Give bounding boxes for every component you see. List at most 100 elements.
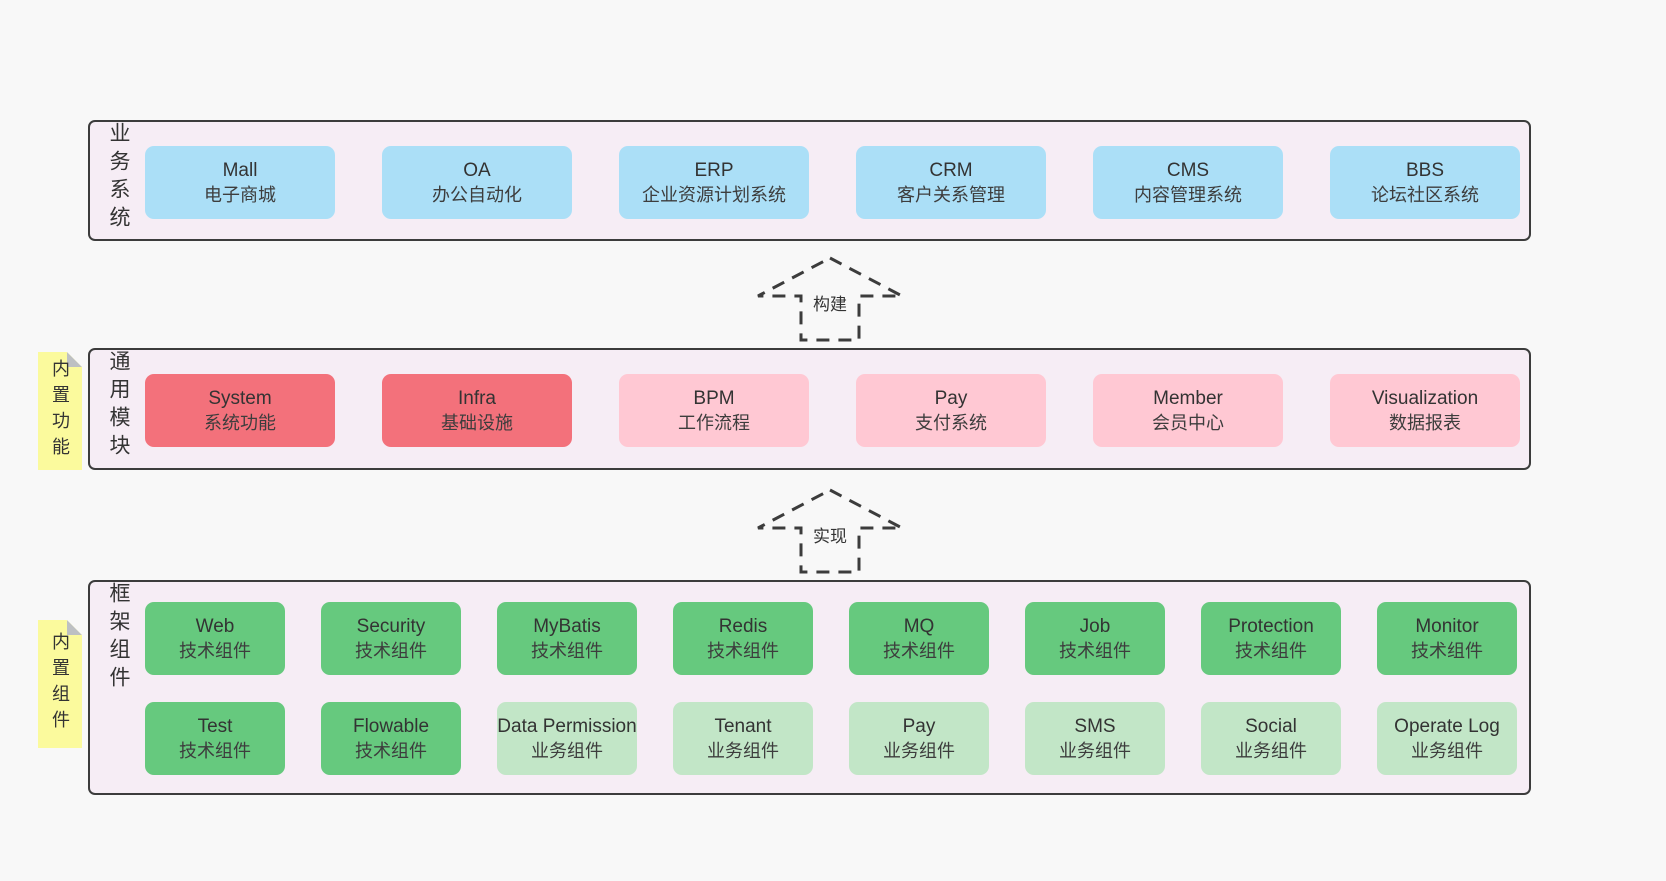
box-name: Pay <box>902 715 936 737</box>
box-mall: Mall 电子商城 <box>145 146 335 219</box>
box-subtitle: 业务组件 <box>531 740 603 761</box>
box-subtitle: 技术组件 <box>1411 640 1483 661</box>
business-box-row: Mall 电子商城 OA 办公自动化 ERP 企业资源计划系统 CRM 客户关系… <box>145 146 1520 219</box>
box-name: Web <box>195 615 235 637</box>
box-system: System 系统功能 <box>145 374 335 447</box>
up-arrow-icon <box>757 488 903 574</box>
builtin-components-note: 内置组件 <box>38 620 82 748</box>
box-name: Monitor <box>1415 615 1479 637</box>
components-box-row-1: Web 技术组件 Security 技术组件 MyBatis 技术组件 Redi… <box>145 602 1519 675</box>
build-arrow-label: 构建 <box>809 289 851 316</box>
box-subtitle: 业务组件 <box>1235 740 1307 761</box>
box-subtitle: 支付系统 <box>915 412 987 433</box>
box-subtitle: 技术组件 <box>531 640 603 661</box>
box-pay-biz: Pay 业务组件 <box>849 702 989 775</box>
box-subtitle: 业务组件 <box>883 740 955 761</box>
box-member: Member 会员中心 <box>1093 374 1283 447</box>
box-mq: MQ 技术组件 <box>849 602 989 675</box>
box-cms: CMS 内容管理系统 <box>1093 146 1283 219</box>
build-arrow: 构建 <box>755 255 905 343</box>
layer-business-systems: 业务系统 Mall 电子商城 OA 办公自动化 ERP 企业资源计划系统 CRM… <box>88 120 1531 241</box>
box-web: Web 技术组件 <box>145 602 285 675</box>
box-name: Redis <box>718 615 768 637</box>
modules-box-row: System 系统功能 Infra 基础设施 BPM 工作流程 Pay 支付系统… <box>145 374 1520 447</box>
box-subtitle: 技术组件 <box>883 640 955 661</box>
up-arrow-icon <box>757 256 903 342</box>
box-infra: Infra 基础设施 <box>382 374 572 447</box>
box-subtitle: 内容管理系统 <box>1134 184 1242 205</box>
box-name: BBS <box>1405 159 1445 181</box>
box-name: Pay <box>934 387 968 409</box>
layer-common-modules: 通用模块 System 系统功能 Infra 基础设施 BPM 工作流程 Pay… <box>88 348 1531 470</box>
box-subtitle: 技术组件 <box>355 740 427 761</box>
box-flowable: Flowable 技术组件 <box>321 702 461 775</box>
box-name: OA <box>463 159 491 181</box>
box-subtitle: 电子商城 <box>204 184 276 205</box>
layer-components-label: 框架组件 <box>107 582 130 694</box>
box-name: Visualization <box>1371 387 1479 409</box>
box-name: Social <box>1245 715 1297 737</box>
box-subtitle: 数据报表 <box>1389 412 1461 433</box>
box-crm: CRM 客户关系管理 <box>856 146 1046 219</box>
box-security: Security 技术组件 <box>321 602 461 675</box>
box-mybatis: MyBatis 技术组件 <box>497 602 637 675</box>
box-name: Mall <box>222 159 258 181</box>
box-name: Infra <box>457 387 497 409</box>
layer-framework-components: 框架组件 Web 技术组件 Security 技术组件 MyBatis 技术组件… <box>88 580 1531 795</box>
box-test: Test 技术组件 <box>145 702 285 775</box>
box-subtitle: 技术组件 <box>707 640 779 661</box>
box-name: System <box>208 387 272 409</box>
box-subtitle: 论坛社区系统 <box>1371 184 1479 205</box>
box-subtitle: 技术组件 <box>1235 640 1307 661</box>
box-subtitle: 技术组件 <box>1059 640 1131 661</box>
box-data-permission: Data Permission 业务组件 <box>497 702 637 775</box>
box-redis: Redis 技术组件 <box>673 602 813 675</box>
box-erp: ERP 企业资源计划系统 <box>619 146 809 219</box>
box-name: MyBatis <box>533 615 601 637</box>
builtin-functions-note-label: 内置功能 <box>50 359 70 463</box>
box-subtitle: 客户关系管理 <box>897 184 1005 205</box>
layer-business-label: 业务系统 <box>107 122 130 234</box>
box-subtitle: 会员中心 <box>1152 412 1224 433</box>
box-name: Operate Log <box>1394 715 1500 737</box>
box-social: Social 业务组件 <box>1201 702 1341 775</box>
implement-arrow-label: 实现 <box>809 521 851 548</box>
box-sms: SMS 业务组件 <box>1025 702 1165 775</box>
box-pay: Pay 支付系统 <box>856 374 1046 447</box>
box-name: Data Permission <box>497 715 637 737</box>
box-bpm: BPM 工作流程 <box>619 374 809 447</box>
box-name: Job <box>1079 615 1111 637</box>
builtin-functions-note: 内置功能 <box>38 352 82 470</box>
box-subtitle: 技术组件 <box>179 740 251 761</box>
builtin-components-note-label: 内置组件 <box>50 632 70 736</box>
box-name: Flowable <box>352 715 430 737</box>
box-name: Test <box>197 715 233 737</box>
box-tenant: Tenant 业务组件 <box>673 702 813 775</box>
box-name: CMS <box>1166 159 1210 181</box>
box-operate-log: Operate Log 业务组件 <box>1377 702 1517 775</box>
box-subtitle: 业务组件 <box>1411 740 1483 761</box>
box-name: MQ <box>903 615 935 637</box>
box-subtitle: 办公自动化 <box>432 184 522 205</box>
box-subtitle: 技术组件 <box>179 640 251 661</box>
box-name: CRM <box>929 159 973 181</box>
box-monitor: Monitor 技术组件 <box>1377 602 1517 675</box>
box-subtitle: 工作流程 <box>678 412 750 433</box>
box-subtitle: 业务组件 <box>707 740 779 761</box>
box-name: Security <box>356 615 426 637</box>
box-name: Protection <box>1228 615 1314 637</box>
box-subtitle: 基础设施 <box>441 412 513 433</box>
box-protection: Protection 技术组件 <box>1201 602 1341 675</box>
components-box-row-2: Test 技术组件 Flowable 技术组件 Data Permission … <box>145 702 1519 775</box>
box-name: Member <box>1153 387 1223 409</box>
box-oa: OA 办公自动化 <box>382 146 572 219</box>
box-subtitle: 业务组件 <box>1059 740 1131 761</box>
box-subtitle: 技术组件 <box>355 640 427 661</box>
layer-modules-label: 通用模块 <box>107 350 130 462</box>
box-visualization: Visualization 数据报表 <box>1330 374 1520 447</box>
box-name: BPM <box>693 387 735 409</box>
box-subtitle: 系统功能 <box>204 412 276 433</box>
box-name: Tenant <box>714 715 772 737</box>
box-job: Job 技术组件 <box>1025 602 1165 675</box>
